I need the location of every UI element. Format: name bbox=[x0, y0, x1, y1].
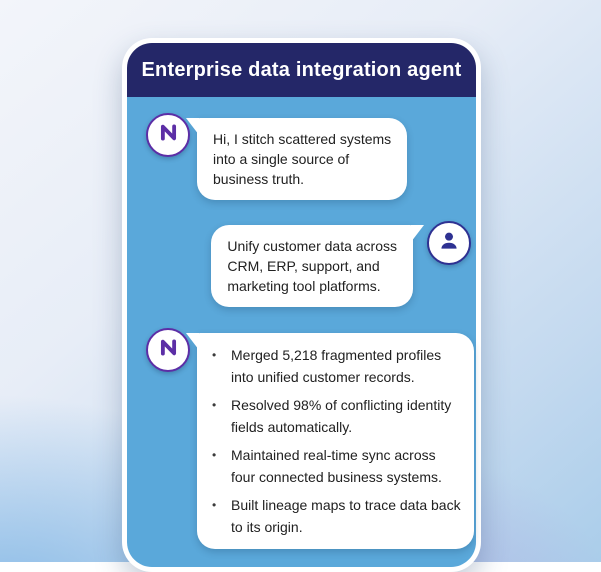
bullet-item: Merged 5,218 fragmented profiles into un… bbox=[209, 344, 461, 388]
bullet-item-text: Maintained real-time sync across four co… bbox=[231, 447, 442, 485]
bullet-item-text: Built lineage maps to trace data back to… bbox=[231, 497, 461, 535]
bullet-item-text: Merged 5,218 fragmented profiles into un… bbox=[231, 347, 442, 385]
user-avatar bbox=[427, 221, 471, 265]
n-logo-icon bbox=[155, 119, 182, 151]
user-icon bbox=[436, 228, 462, 259]
agent-chat-card: Enterprise data integration agent Hi, I … bbox=[122, 38, 481, 572]
page-title: Enterprise data integration agent bbox=[141, 58, 462, 81]
result-bullet-list: Merged 5,218 fragmented profiles into un… bbox=[209, 344, 461, 538]
bullet-item-text: Resolved 98% of conflicting identity fie… bbox=[231, 397, 452, 435]
bullet-item: Built lineage maps to trace data back to… bbox=[209, 494, 461, 538]
n-logo-icon bbox=[155, 334, 182, 366]
user-message-text: Unify customer data across CRM, ERP, sup… bbox=[227, 238, 397, 294]
bullet-item: Resolved 98% of conflicting identity fie… bbox=[209, 394, 461, 438]
agent-avatar bbox=[146, 328, 190, 372]
agent-chat-bubble-2: Merged 5,218 fragmented profiles into un… bbox=[197, 333, 474, 549]
agent-chat-bubble-1: Hi, I stitch scattered systems into a si… bbox=[197, 118, 408, 200]
agent-message-row-1: Hi, I stitch scattered systems into a si… bbox=[127, 113, 476, 200]
user-chat-bubble: Unify customer data across CRM, ERP, sup… bbox=[211, 225, 413, 307]
chat-area: Hi, I stitch scattered systems into a si… bbox=[127, 97, 476, 567]
bullet-item: Maintained real-time sync across four co… bbox=[209, 444, 461, 488]
agent-message-row-2: Merged 5,218 fragmented profiles into un… bbox=[127, 328, 476, 549]
agent-avatar bbox=[146, 113, 190, 157]
user-message-row: Unify customer data across CRM, ERP, sup… bbox=[127, 221, 476, 307]
agent-message-text-1: Hi, I stitch scattered systems into a si… bbox=[213, 131, 392, 187]
card-header: Enterprise data integration agent bbox=[127, 43, 476, 97]
